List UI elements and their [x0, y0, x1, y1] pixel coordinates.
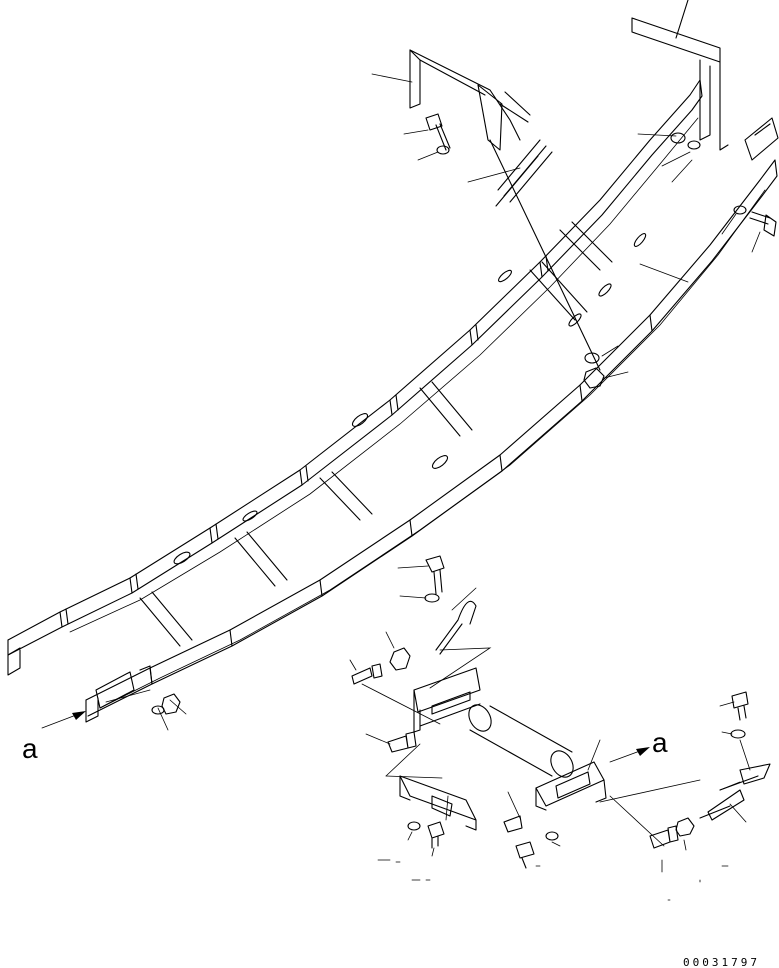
left-end-brackets	[8, 640, 152, 722]
nut-center	[584, 368, 604, 388]
washer-small	[546, 832, 558, 840]
washer-detail-right	[731, 730, 745, 738]
view-arrow-left	[42, 711, 86, 728]
nut-top-right	[671, 133, 685, 143]
washer-top-left	[437, 146, 449, 154]
leader-detail-right	[508, 702, 750, 900]
cross-members	[140, 222, 612, 646]
view-label-right: a	[652, 727, 668, 758]
detail-lower-right-hardware	[504, 692, 770, 900]
splice-plates	[60, 256, 652, 684]
washer-detail-top	[425, 594, 439, 602]
bolt-top-left	[426, 114, 450, 150]
view-label-left: a	[22, 733, 38, 764]
bracket-detail-right	[536, 740, 606, 810]
u-clip	[436, 601, 476, 654]
lower-rail	[86, 160, 777, 716]
roller-cylinder	[464, 701, 577, 781]
shim-stack	[496, 140, 552, 206]
cap-bracket	[386, 776, 476, 830]
top-hardware	[426, 114, 776, 388]
lever-bracket	[708, 764, 770, 820]
document-number: 00031797	[683, 956, 760, 968]
nut-and-washer-left	[152, 694, 180, 714]
top-support-stand-right	[632, 0, 728, 150]
top-support-stand-left	[410, 50, 600, 370]
right-end-bracket	[745, 118, 778, 160]
bracket-detail-left	[414, 668, 480, 732]
leader-lines	[106, 74, 760, 730]
bolt-right	[750, 212, 776, 236]
grease-fitting-detail-4	[504, 816, 522, 832]
rail-slots	[172, 232, 647, 566]
view-arrow-right	[610, 747, 650, 762]
grease-fitting-detail-1	[352, 664, 382, 684]
cap-hardware	[378, 822, 444, 880]
grease-fitting-detail-2	[366, 732, 420, 776]
leader-detail	[350, 566, 490, 724]
detail-upper-hardware	[350, 556, 490, 724]
washer-right	[734, 206, 746, 214]
bolt-detail-lower	[516, 842, 534, 868]
bolt-detail-right	[732, 692, 748, 720]
washer-top-right	[688, 141, 700, 149]
bolt-detail-top	[426, 556, 444, 594]
grease-fitting-detail-3	[650, 826, 678, 848]
nut-detail	[390, 648, 410, 670]
curved-frame-assembly	[8, 80, 778, 722]
nut-small	[676, 818, 694, 836]
washer-center	[585, 353, 599, 363]
